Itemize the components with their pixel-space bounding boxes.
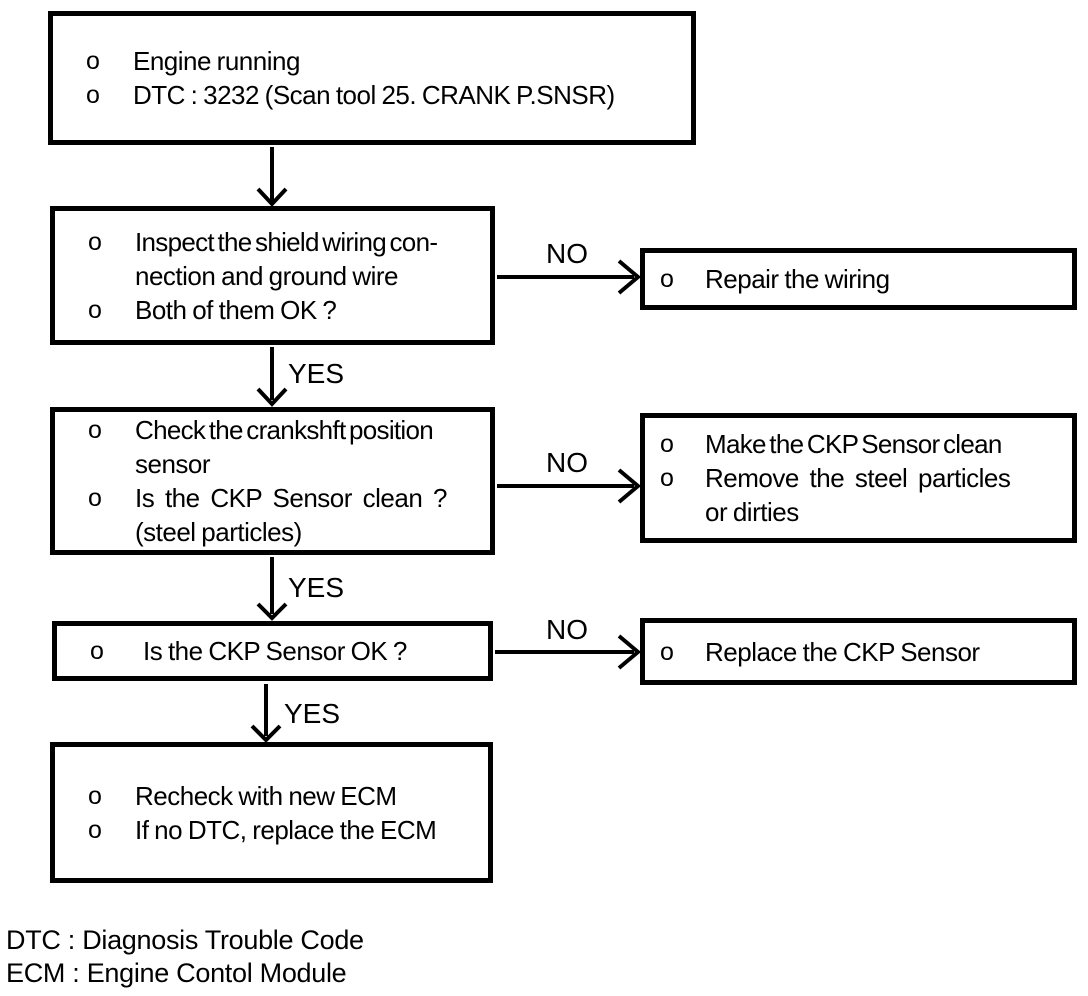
bullet-marker: o xyxy=(88,781,102,810)
node-check-ckp-sensor: o Check the crankshft position sensor o … xyxy=(50,407,495,555)
node-inspect-wiring-text-1: Inspect the shield wiring con- nection a… xyxy=(135,226,438,291)
node-start: o Engine running o DTC : 3232 (Scan tool… xyxy=(48,11,696,145)
bullet-marker: o xyxy=(86,47,100,75)
node-inspect-wiring-text-2: Both of them OK ? xyxy=(135,294,337,325)
list-item: o If no DTC, replace the ECM xyxy=(55,813,488,847)
list-item: o Replace the CKP Sensor xyxy=(645,635,1072,669)
node-replace-ckp-text: Replace the CKP Sensor xyxy=(705,636,980,667)
node-replace-ckp-sensor: o Replace the CKP Sensor xyxy=(640,618,1077,685)
bullet-marker: o xyxy=(88,815,102,844)
bullet-marker: o xyxy=(660,265,674,293)
arrow-check-to-clean xyxy=(497,468,642,504)
bullet-marker: o xyxy=(88,295,102,324)
node-start-text-2: DTC : 3232 (Scan tool 25. CRANK P.SNSR) xyxy=(133,80,615,110)
bullet-marker: o xyxy=(88,227,102,256)
label-no-3: NO xyxy=(546,614,588,645)
node-recheck-ecm-text-1: Recheck with new ECM xyxy=(135,780,397,811)
node-repair-wiring-text: Repair the wiring xyxy=(705,264,890,294)
list-item: o Inspect the shield wiring con- nection… xyxy=(55,225,490,293)
node-clean-ckp-sensor: o Make the CKP Sensor clean o Remove the… xyxy=(640,413,1077,543)
list-item: o Repair the wiring xyxy=(645,262,1072,296)
bullet-marker: o xyxy=(660,637,674,666)
list-item: o Check the crankshft position sensor xyxy=(55,413,490,481)
label-yes-2: YES xyxy=(288,572,345,603)
list-item: o Is the CKP Sensor OK ? xyxy=(57,634,488,668)
bullet-marker: o xyxy=(90,637,104,665)
list-item: o DTC : 3232 (Scan tool 25. CRANK P.SNSR… xyxy=(53,78,691,112)
legend: DTC : Diagnosis Trouble Code ECM : Engin… xyxy=(6,924,364,990)
node-recheck-ecm-text-2: If no DTC, replace the ECM xyxy=(135,814,437,845)
node-check-ckp-text-1: Check the crankshft position sensor xyxy=(135,415,434,479)
node-start-text-1: Engine running xyxy=(133,46,300,76)
bullet-marker: o xyxy=(660,430,674,458)
legend-line-dtc: DTC : Diagnosis Trouble Code xyxy=(6,925,364,955)
node-clean-ckp-text-2: Remove the steel particles or dirties xyxy=(705,463,1011,527)
bullet-marker: o xyxy=(88,484,102,512)
label-no-1: NO xyxy=(546,238,588,269)
label-no-2: NO xyxy=(546,447,588,478)
bullet-marker: o xyxy=(86,81,100,109)
list-item: o Engine running xyxy=(53,44,691,78)
list-item: o Remove the steel particles or dirties xyxy=(645,461,1072,529)
bullet-marker: o xyxy=(88,416,102,444)
arrow-ckpok-to-recheck xyxy=(250,684,282,743)
arrow-inspect-to-repair xyxy=(497,259,642,295)
bullet-marker: o xyxy=(660,464,674,492)
label-yes-1: YES xyxy=(288,358,345,389)
node-ckp-ok-text: Is the CKP Sensor OK ? xyxy=(143,636,407,666)
arrow-start-to-inspect xyxy=(256,147,288,207)
label-yes-3: YES xyxy=(284,698,341,729)
arrow-inspect-to-check xyxy=(256,347,288,407)
node-recheck-ecm: o Recheck with new ECM o If no DTC, repl… xyxy=(50,742,493,883)
node-check-ckp-text-2: Is the CKP Sensor clean ? (steel particl… xyxy=(135,483,447,547)
arrow-ckpok-to-replace xyxy=(495,634,642,670)
node-repair-wiring: o Repair the wiring xyxy=(640,248,1077,310)
node-inspect-wiring: o Inspect the shield wiring con- nection… xyxy=(50,206,495,345)
arrow-check-to-ckpok xyxy=(256,557,288,621)
node-clean-ckp-text-1: Make the CKP Sensor clean xyxy=(705,429,1002,459)
node-ckp-ok-question: o Is the CKP Sensor OK ? xyxy=(52,621,493,681)
list-item: o Make the CKP Sensor clean xyxy=(645,427,1072,461)
legend-line-ecm: ECM : Engine Contol Module xyxy=(6,958,347,988)
list-item: o Is the CKP Sensor clean ? (steel parti… xyxy=(55,481,490,549)
list-item: o Both of them OK ? xyxy=(55,293,490,327)
list-item: o Recheck with new ECM xyxy=(55,779,488,813)
